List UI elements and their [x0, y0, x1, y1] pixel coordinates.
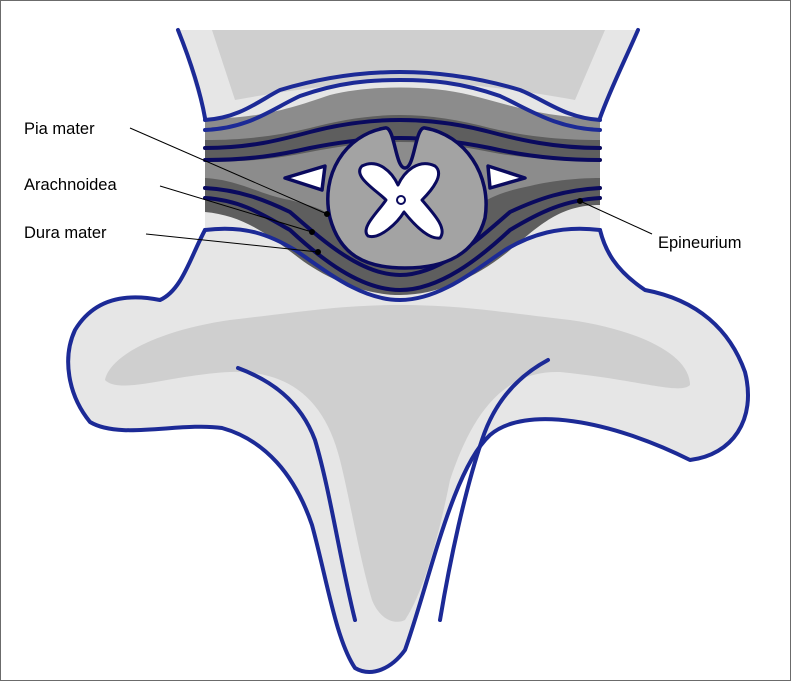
label-dura-mater: Dura mater	[24, 224, 107, 242]
label-pia-mater: Pia mater	[24, 120, 95, 138]
label-arachnoidea: Arachnoidea	[24, 176, 117, 194]
vertebral-arch-inner	[105, 305, 690, 622]
central-canal	[397, 196, 405, 204]
dura-mater-leader-dot	[316, 250, 321, 255]
epineurium-leader-dot	[578, 199, 583, 204]
arachnoidea-leader-dot	[310, 230, 315, 235]
label-epineurium: Epineurium	[658, 234, 741, 252]
pia-mater-leader-dot	[325, 212, 330, 217]
